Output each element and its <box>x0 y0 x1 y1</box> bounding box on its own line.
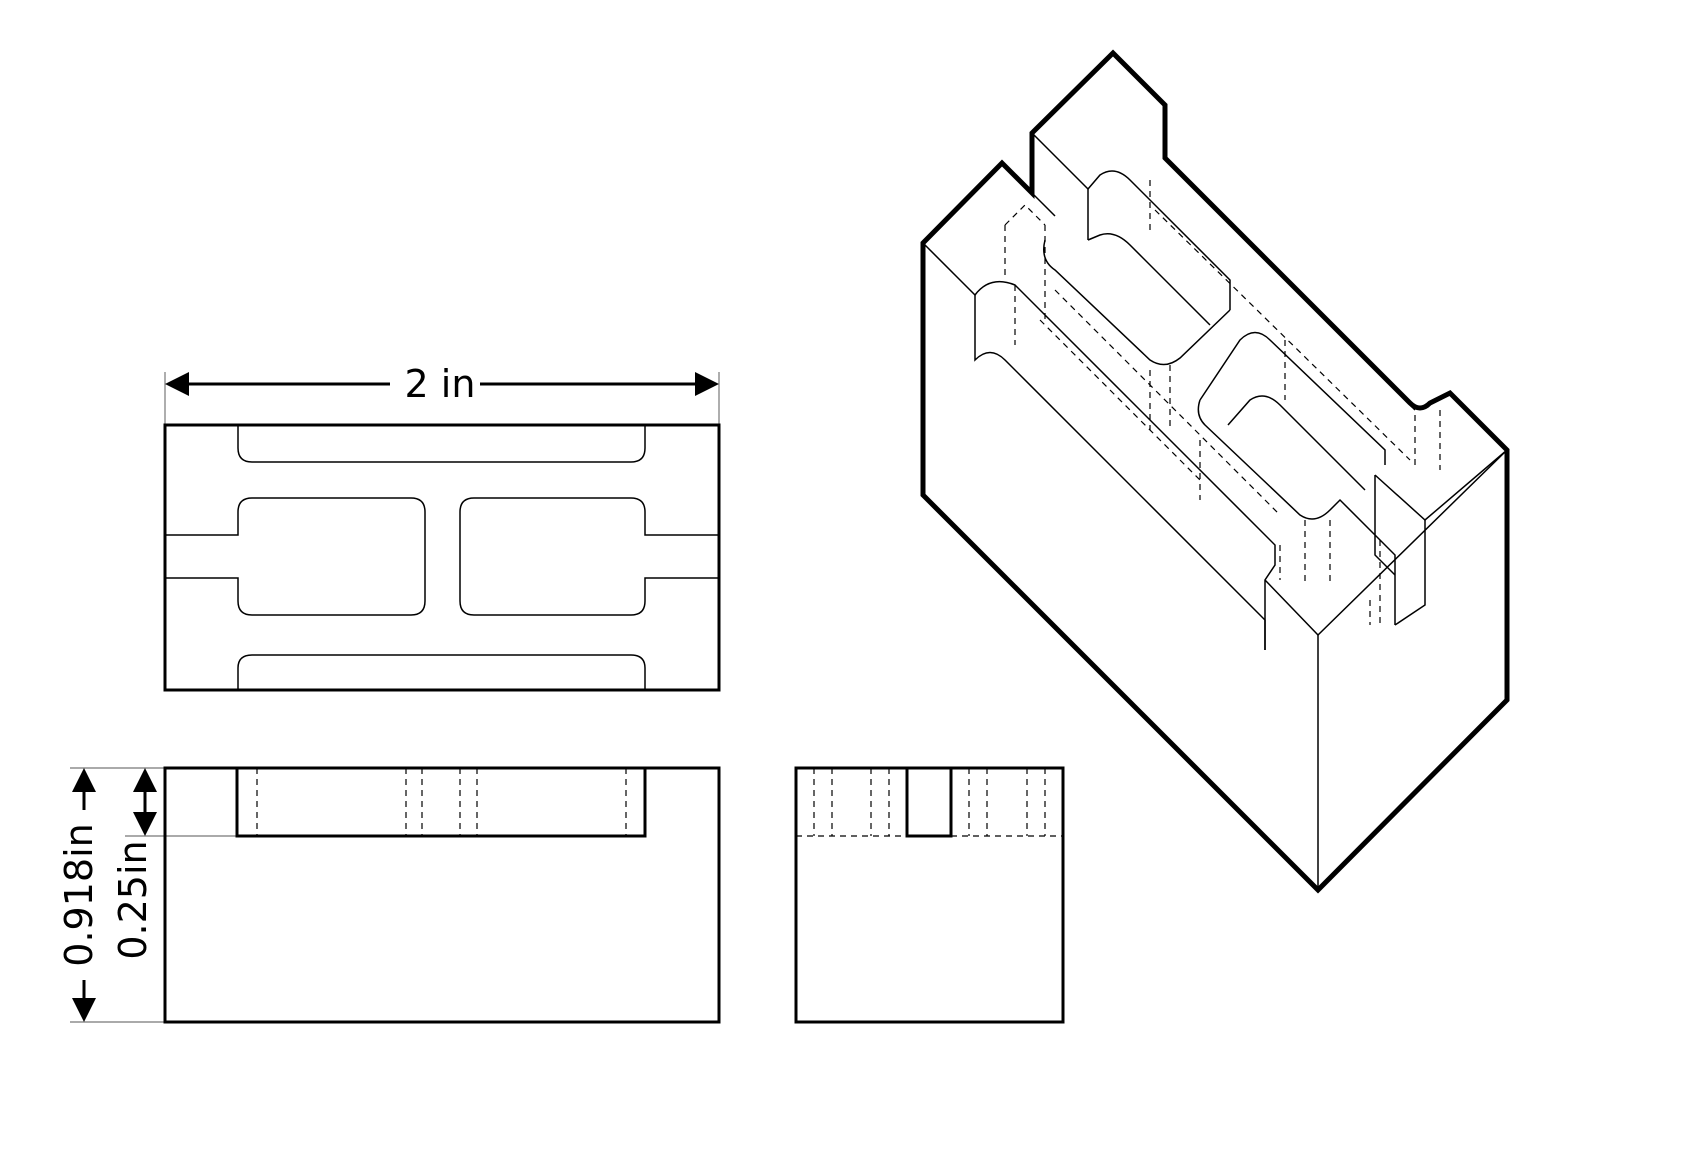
isometric-view <box>920 49 1510 894</box>
side-view <box>794 766 1065 1024</box>
slot-depth-label: 0.25in <box>111 840 155 959</box>
front-view: 0.918in 0.25in <box>57 766 721 1024</box>
top-view: 2 in <box>163 362 721 692</box>
width-dimension-label: 2 in <box>405 362 476 406</box>
total-height-label: 0.918in <box>57 823 101 966</box>
